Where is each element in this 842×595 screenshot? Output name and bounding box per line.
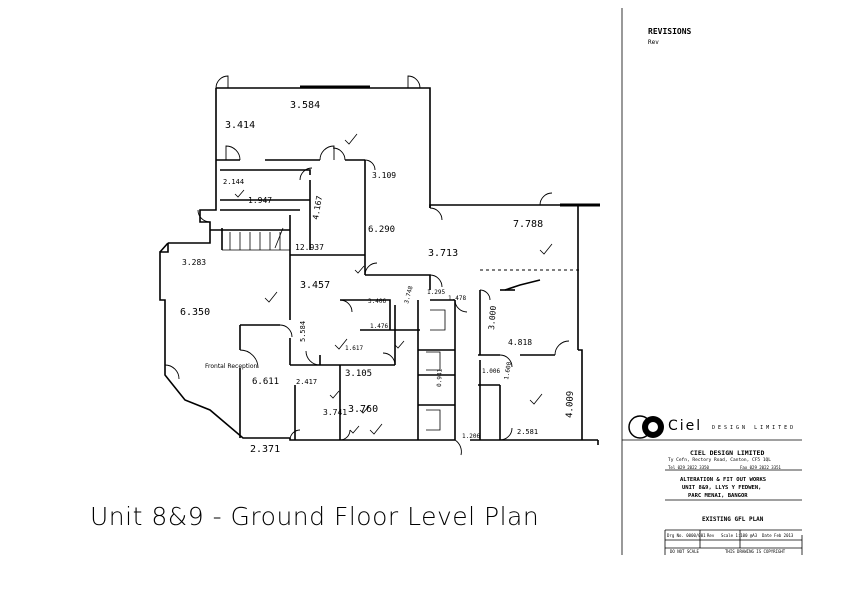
dim-3414: 3.414 (225, 120, 255, 131)
dim-5584: 5.584 (299, 321, 307, 342)
revisions-note: Rev (648, 39, 659, 46)
project-line-2: UNIT 8&9, LLYS Y FEDWEN, (682, 485, 762, 491)
dim-3283: 3.283 (182, 258, 206, 267)
do-not-scale-note: DO NOT SCALE (670, 549, 699, 554)
date-cell: Date Feb 2013 (762, 533, 794, 538)
revisions-heading: REVISIONS (648, 27, 692, 36)
dim-3741: 3.741 (323, 408, 347, 417)
dim-1947: 1.947 (248, 196, 272, 205)
dim-12937: 12.937 (295, 243, 324, 252)
drawing-title: Unit 8&9 - Ground Floor Level Plan (90, 502, 539, 531)
dim-2417: 2.417 (296, 378, 317, 386)
stairs (222, 227, 290, 251)
revision-cell: Rev (707, 533, 715, 538)
room-label-reception: Frontal Reception (205, 363, 258, 370)
company-name: CIEL DESIGN LIMITED (690, 449, 765, 457)
drawing-number: Drg No. 0000/001 (667, 533, 706, 538)
copyright-note: THIS DRAWING IS COPYRIGHT (725, 549, 786, 554)
logo-tagline: DESIGN LIMITED (712, 425, 797, 431)
dim-6350: 6.350 (180, 307, 210, 318)
dim-6290: 6.290 (368, 225, 395, 235)
dim-6611: 6.611 (252, 377, 279, 387)
dimension-labels: 3.584 3.414 2.144 1.947 4.167 3.109 12.9… (180, 100, 576, 455)
title-block-frame (621, 8, 803, 555)
company-phone: Tel 029 2022 3350 (668, 465, 709, 470)
scale-cell: Scale 1:100 @A3 (721, 533, 758, 538)
dim-3760: 3.760 (348, 404, 378, 415)
dim-3000: 3.000 (487, 305, 498, 330)
dim-1600: 1.600 (503, 361, 513, 380)
dim-7788: 7.788 (513, 219, 543, 230)
outer-walls (159, 85, 600, 445)
dim-2371: 2.371 (250, 444, 280, 455)
dim-3105: 3.105 (345, 369, 372, 379)
dim-1295: 1.295 (427, 289, 445, 296)
logo-name: Ciel (668, 418, 703, 434)
dim-1206: 1.206 (462, 433, 480, 440)
doors (164, 75, 570, 456)
drawing-name: EXISTING GFL PLAN (702, 516, 764, 523)
dim-3406: 3.406 (368, 298, 386, 305)
dim-4009: 4.009 (565, 391, 576, 418)
dim-3713: 3.713 (428, 248, 458, 259)
dim-2144: 2.144 (223, 178, 244, 186)
check-marks (234, 133, 553, 435)
dim-3109: 3.109 (372, 171, 396, 180)
dim-1478: 1.478 (448, 295, 466, 302)
project-line-1: ALTERATION & FIT OUT WORKS (680, 477, 767, 483)
internal-walls (210, 159, 580, 440)
dim-3584: 3.584 (290, 100, 320, 111)
dim-0941: 0.941 (436, 368, 444, 387)
dim-1617: 1.617 (345, 345, 363, 352)
dim-1476: 1.476 (370, 323, 388, 330)
dim-3457: 3.457 (300, 280, 330, 291)
dim-4818: 4.818 (508, 338, 532, 347)
dim-1006: 1.006 (482, 368, 500, 375)
project-line-3: PARC MENAI, BANGOR (688, 493, 748, 499)
dim-3748: 3.748 (403, 285, 415, 305)
ciel-logo (628, 415, 664, 439)
dim-4167: 4.167 (311, 195, 324, 220)
company-address: Ty Cefn, Rectory Road, Canton, CF5 1QL (668, 458, 771, 463)
company-fax: Fax 029 2022 3351 (740, 465, 781, 470)
dim-2581: 2.581 (517, 428, 538, 436)
